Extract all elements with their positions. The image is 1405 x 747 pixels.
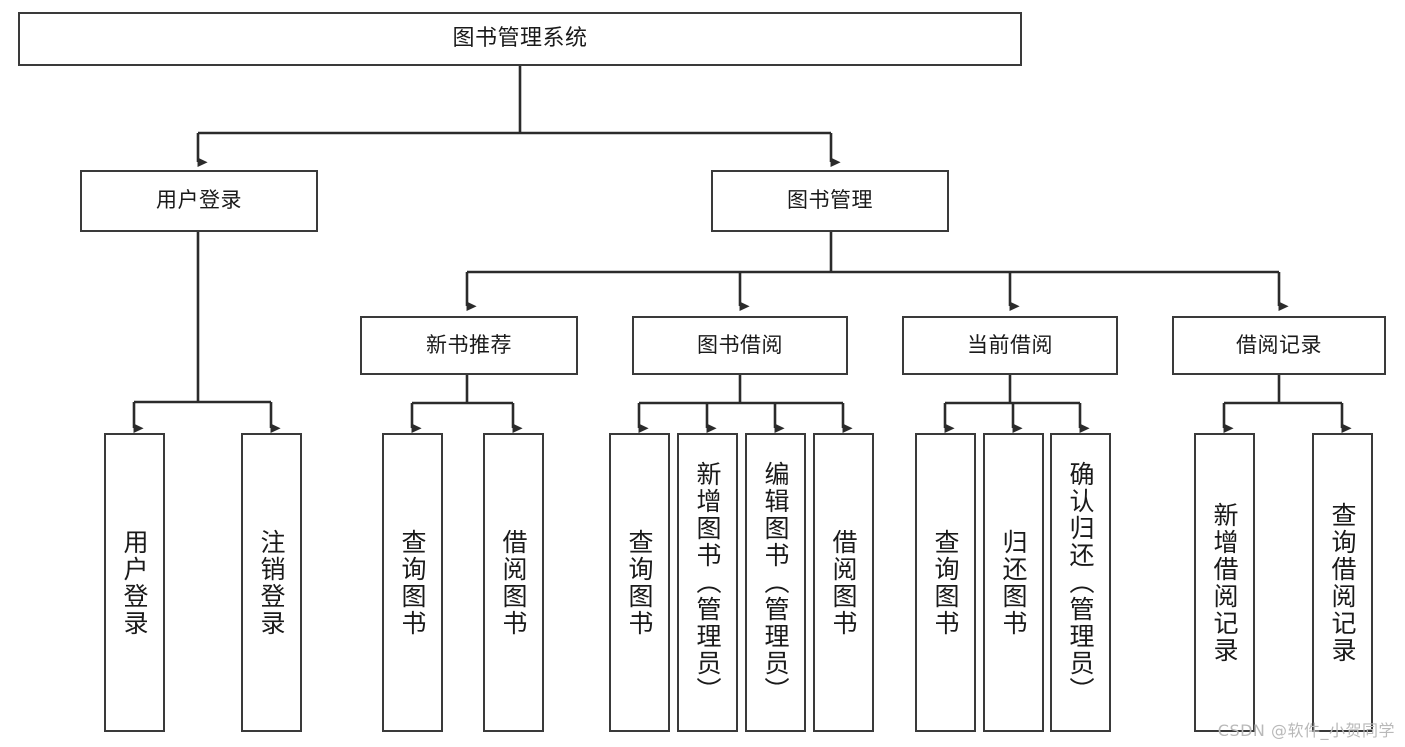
leaf-current-return-book[interactable]: 归还图书 bbox=[983, 433, 1044, 732]
leaf-borrow-edit-book-admin[interactable]: 编辑图书（管理员） bbox=[745, 433, 806, 732]
node-label: 查询图书 bbox=[398, 528, 427, 637]
node-label: 确认归还（管理员） bbox=[1066, 461, 1095, 704]
node-label: 用户登录 bbox=[120, 528, 149, 637]
leaf-current-query-book[interactable]: 查询图书 bbox=[915, 433, 976, 732]
node-label: 编辑图书（管理员） bbox=[761, 461, 790, 704]
node-label: 图书借阅 bbox=[697, 332, 783, 357]
node-label: 新增图书（管理员） bbox=[693, 461, 722, 704]
node-new-book-recommend[interactable]: 新书推荐 bbox=[360, 316, 578, 375]
node-label: 借阅图书 bbox=[499, 528, 528, 637]
node-label: 新书推荐 bbox=[426, 332, 512, 357]
node-label: 归还图书 bbox=[999, 528, 1028, 637]
node-label: 图书管理系统 bbox=[452, 25, 588, 51]
leaf-current-confirm-return-admin[interactable]: 确认归还（管理员） bbox=[1050, 433, 1111, 732]
node-label: 注销登录 bbox=[257, 528, 286, 637]
node-label: 查询图书 bbox=[625, 528, 654, 637]
leaf-record-query-record[interactable]: 查询借阅记录 bbox=[1312, 433, 1373, 732]
leaf-user-login-signout[interactable]: 注销登录 bbox=[241, 433, 302, 732]
node-label: 借阅图书 bbox=[829, 528, 858, 637]
leaf-record-add-record[interactable]: 新增借阅记录 bbox=[1194, 433, 1255, 732]
node-current-borrow[interactable]: 当前借阅 bbox=[902, 316, 1118, 375]
leaf-user-login-signin[interactable]: 用户登录 bbox=[104, 433, 165, 732]
leaf-recommend-query-book[interactable]: 查询图书 bbox=[382, 433, 443, 732]
node-book-borrow[interactable]: 图书借阅 bbox=[632, 316, 848, 375]
leaf-borrow-borrow-book[interactable]: 借阅图书 bbox=[813, 433, 874, 732]
leaf-borrow-query-book[interactable]: 查询图书 bbox=[609, 433, 670, 732]
node-label: 查询借阅记录 bbox=[1328, 501, 1357, 664]
node-label: 用户登录 bbox=[156, 188, 242, 213]
node-label: 图书管理 bbox=[787, 188, 873, 213]
node-book-management[interactable]: 图书管理 bbox=[711, 170, 949, 232]
leaf-recommend-borrow-book[interactable]: 借阅图书 bbox=[483, 433, 544, 732]
node-label: 查询图书 bbox=[931, 528, 960, 637]
node-label: 当前借阅 bbox=[967, 332, 1053, 357]
leaf-borrow-add-book-admin[interactable]: 新增图书（管理员） bbox=[677, 433, 738, 732]
csdn-watermark: CSDN @软件_小贺同学 bbox=[1217, 721, 1395, 740]
node-label: 新增借阅记录 bbox=[1210, 501, 1239, 664]
node-user-login[interactable]: 用户登录 bbox=[80, 170, 318, 232]
node-root-system[interactable]: 图书管理系统 bbox=[18, 12, 1022, 66]
node-borrow-record[interactable]: 借阅记录 bbox=[1172, 316, 1386, 375]
node-label: 借阅记录 bbox=[1236, 332, 1322, 357]
